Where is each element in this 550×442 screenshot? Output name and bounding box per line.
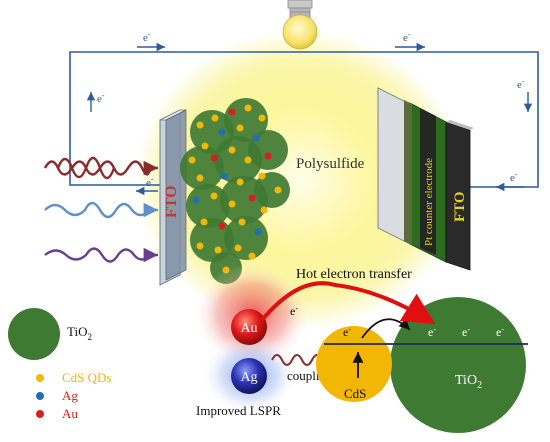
tio2-electron-3: e- (496, 325, 504, 339)
lspr-label: Improved LSPR (196, 403, 281, 418)
legend-ag-swatch (36, 392, 44, 400)
cds-particle (316, 326, 392, 402)
left-fto-label: FTO (163, 185, 180, 218)
hot-electron-arrow (260, 281, 436, 325)
legend-au-label: Au (62, 406, 78, 421)
legend-cds-label: CdS QDs (62, 370, 112, 385)
electron-arrow-right-down: e- (517, 77, 533, 112)
light-wave-purple (44, 247, 158, 263)
light-wave-blue (44, 201, 158, 219)
electrolyte-label: Polysulfide (296, 156, 365, 172)
legend: TiO2 CdS QDs Ag Au (8, 308, 112, 421)
electron-arrow-left-bottom: e- (136, 175, 158, 196)
svg-text:Ag: Ag (240, 370, 257, 385)
electron-transfer-curve (361, 318, 411, 339)
tio2-sphere-label: TiO2 (455, 373, 482, 391)
svg-text:Au: Au (240, 321, 257, 336)
au-nanoparticle: Au (231, 309, 267, 345)
light-wave-red (43, 156, 158, 180)
au-electron-label: e- (290, 304, 298, 318)
svg-text:e-: e- (97, 91, 105, 105)
electron-arrow-right-bottom: e- (496, 170, 524, 192)
coupling-wave (271, 354, 330, 366)
electron-arrow-left-up: e- (86, 91, 105, 112)
circuit-wire (69, 51, 539, 188)
ag-nanoparticle: Ag (231, 358, 267, 394)
legend-au-swatch (36, 410, 44, 418)
cds-electron: e- (343, 325, 351, 339)
svg-text:e-: e- (517, 77, 525, 91)
quantum-dots (188, 104, 282, 274)
legend-cds-swatch (36, 374, 44, 382)
right-electrode: Pt counter electrode FTO (377, 87, 474, 271)
cds-label: CdS (344, 386, 366, 401)
tio2-sphere (390, 297, 526, 433)
legend-ag-label: Ag (62, 388, 78, 403)
tio2-film (180, 98, 290, 284)
right-fto-label: FTO (452, 191, 468, 222)
electron-arrow-top-left: e- (137, 30, 165, 52)
hot-electron-label: Hot electron transfer (296, 267, 412, 282)
legend-tio2-label: TiO2 (67, 324, 92, 342)
tio2-electron-2: e- (462, 325, 470, 339)
legend-tio2-swatch (8, 308, 60, 360)
left-electrode: FTO (159, 109, 187, 286)
light-bulb-icon (282, 0, 318, 50)
svg-text:e-: e- (143, 30, 151, 44)
svg-text:e-: e- (403, 30, 411, 44)
pt-counter-label: Pt counter electrode (423, 158, 435, 246)
svg-text:e-: e- (146, 175, 154, 189)
tio2-electron-1: e- (428, 325, 436, 339)
svg-text:e-: e- (510, 170, 518, 184)
electron-arrow-top-right: e- (395, 30, 425, 52)
